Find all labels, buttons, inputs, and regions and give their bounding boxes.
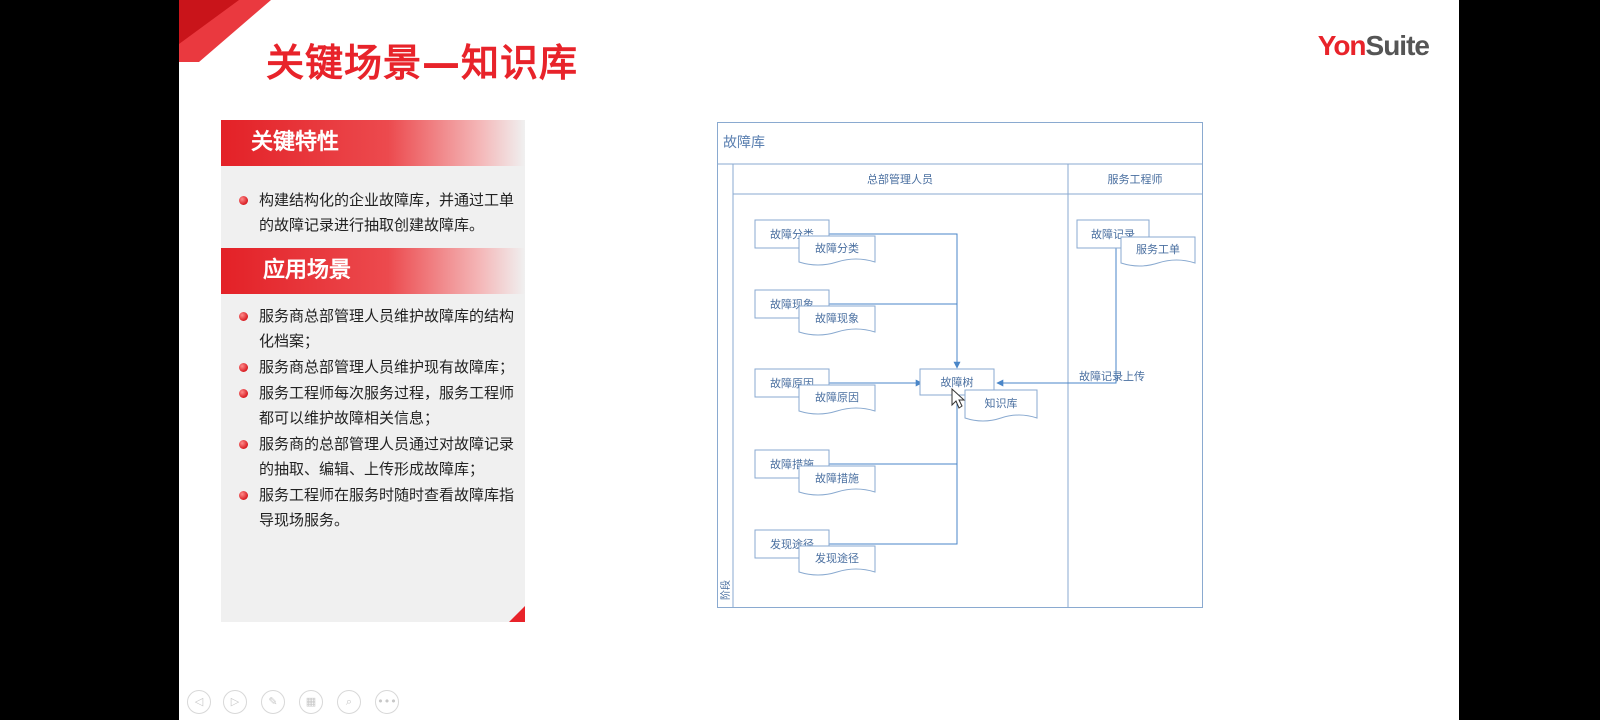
process-node-doc xyxy=(798,545,876,576)
list-item: 构建结构化的企业故障库，并通过工单的故障记录进行抽取创建故障库。 xyxy=(235,188,515,238)
swimlane-diagram: 故障库 总部管理人员 服务工程师 阶段 故障分类故障分类故障现象故障现象故障原因… xyxy=(717,122,1203,608)
pen-button[interactable]: ✎ xyxy=(261,690,285,714)
process-node-doc xyxy=(798,465,876,496)
next-slide-button[interactable]: ▷ xyxy=(223,690,247,714)
process-node-doc xyxy=(798,235,876,266)
slides-overview-button[interactable]: ▦ xyxy=(299,690,323,714)
process-node-doc-label: 故障原因 xyxy=(815,390,859,404)
feature-text: 构建结构化的企业故障库，并通过工单的故障记录进行抽取创建故障库。 xyxy=(259,191,515,234)
process-node-doc-label: 故障分类 xyxy=(815,241,859,255)
bullet-icon xyxy=(239,196,248,205)
bullet-icon xyxy=(239,312,248,321)
scenarios-heading: 应用场景 xyxy=(221,248,525,294)
slide-title: 关键场景—知识库 xyxy=(266,41,579,85)
list-item: 服务商的总部管理人员通过对故障记录的抽取、编辑、上传形成故障库； xyxy=(235,432,515,482)
bullet-icon xyxy=(239,363,248,372)
more-options-button[interactable]: ••• xyxy=(375,690,399,714)
slide: 关键场景—知识库 YonSuite 关键特性 构建结构化的企业故障库，并通过工单… xyxy=(179,0,1459,720)
logo-text-gray: Suite xyxy=(1365,30,1430,61)
features-heading: 关键特性 xyxy=(221,120,525,166)
record-node-doc-label: 服务工单 xyxy=(1136,243,1180,256)
scenario-text: 服务商总部管理人员维护现有故障库； xyxy=(259,358,515,376)
list-item: 服务工程师在服务时随时查看故障库指导现场服务。 xyxy=(235,483,515,533)
info-panel: 关键特性 构建结构化的企业故障库，并通过工单的故障记录进行抽取创建故障库。 应用… xyxy=(221,120,525,622)
process-node-doc xyxy=(798,305,876,336)
pool-border xyxy=(717,122,1203,608)
process-node-doc-label: 故障现象 xyxy=(815,311,859,325)
bullet-icon xyxy=(239,389,248,398)
scenario-text: 服务商的总部管理人员通过对故障记录的抽取、编辑、上传形成故障库； xyxy=(259,435,515,478)
scenario-text: 服务工程师每次服务过程，服务工程师都可以维护故障相关信息； xyxy=(259,384,515,427)
lane-header-hq: 总部管理人员 xyxy=(867,172,933,186)
process-node-doc-label: 发现途径 xyxy=(815,551,859,565)
list-item: 服务工程师每次服务过程，服务工程师都可以维护故障相关信息； xyxy=(235,381,515,431)
list-item: 服务商总部管理人员维护故障库的结构化档案； xyxy=(235,304,515,354)
bullet-icon xyxy=(239,440,248,449)
process-node-doc-label: 故障措施 xyxy=(815,471,859,485)
tree-node-doc-label: 知识库 xyxy=(985,396,1018,410)
corner-decoration xyxy=(179,0,271,62)
tree-node-doc xyxy=(964,389,1038,422)
zoom-button[interactable]: ⌕ xyxy=(337,690,361,714)
tree-node-label: 故障树 xyxy=(941,375,974,389)
features-list: 构建结构化的企业故障库，并通过工单的故障记录进行抽取创建故障库。 xyxy=(235,188,515,239)
diagram-nodes: 故障分类故障分类故障现象故障现象故障原因故障原因故障措施故障措施发现途径发现途径… xyxy=(754,219,1196,576)
process-node-doc xyxy=(798,384,876,415)
panel-corner-decoration xyxy=(509,606,525,622)
record-node-doc xyxy=(1120,236,1196,267)
mouse-cursor-icon xyxy=(951,387,966,409)
lane-header-engineer: 服务工程师 xyxy=(1108,173,1163,186)
prev-slide-button[interactable]: ◁ xyxy=(187,690,211,714)
scenario-text: 服务工程师在服务时随时查看故障库指导现场服务。 xyxy=(259,486,515,529)
scenario-text: 服务商总部管理人员维护故障库的结构化档案； xyxy=(259,307,515,350)
stage-label: 阶段 xyxy=(719,580,732,600)
brand-logo: YonSuite xyxy=(1317,30,1430,62)
bullet-icon xyxy=(239,491,248,500)
scenarios-list: 服务商总部管理人员维护故障库的结构化档案； 服务商总部管理人员维护现有故障库； … xyxy=(235,304,515,534)
logo-text-red: Yon xyxy=(1317,30,1367,61)
pool-title: 故障库 xyxy=(723,135,765,151)
upload-label: 故障记录上传 xyxy=(1079,369,1145,383)
list-item: 服务商总部管理人员维护现有故障库； xyxy=(235,355,515,380)
